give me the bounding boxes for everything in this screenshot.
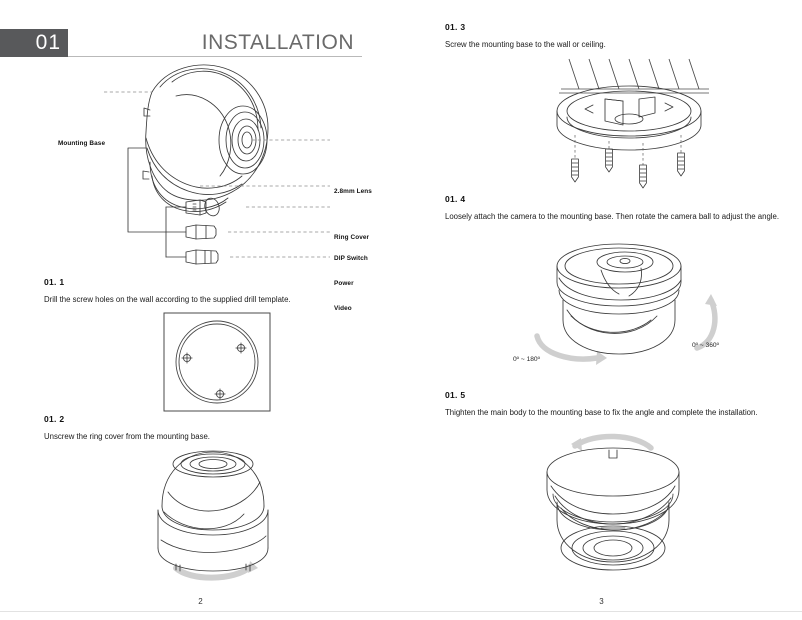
step-01-4-text: Loosely attach the camera to the mountin… (445, 212, 780, 221)
callout-dip-switch: DIP Switch (334, 255, 368, 262)
chapter-header: 01 INSTALLATION (0, 29, 362, 57)
step-01-5-text: Thighten the main body to the mounting b… (445, 408, 758, 417)
callout-ring-cover: Ring Cover (334, 234, 370, 241)
page-left: 01 INSTALLATION (0, 29, 401, 612)
tighten-body-figure (521, 424, 701, 584)
screw-hole-markers (181, 342, 247, 400)
ceiling-hatching (559, 58, 709, 94)
page-number-left: 2 (198, 597, 203, 606)
callout-lens: 2.8mm Lens (334, 188, 372, 195)
step-01-3: 01. 3 Screw the mounting base to the wal… (445, 22, 785, 50)
step-01-1-text: Drill the screw holes on the wall accord… (44, 295, 291, 304)
ceiling-mount-figure (531, 55, 721, 189)
step-01-2: 01. 2 Unscrew the ring cover from the mo… (44, 414, 374, 442)
header-divider (68, 56, 362, 57)
step-01-5: 01. 5 Thighten the main body to the moun… (445, 390, 789, 418)
step-01-2-number: 01. 2 (44, 414, 65, 424)
page-right: 01. 3 Screw the mounting base to the wal… (401, 0, 802, 620)
step-01-2-text: Unscrew the ring cover from the mounting… (44, 432, 210, 441)
hero-camera-diagram: Mounting Base 2.8mm Lens Ring Cover DIP … (0, 52, 401, 312)
camera-body-lineart (142, 64, 269, 212)
ring-cover-removal-figure (128, 440, 298, 585)
camera-cables-lineart (127, 147, 220, 265)
callout-power: Power (334, 280, 354, 287)
mounting-screws (571, 148, 685, 189)
drill-template-figure (163, 312, 271, 412)
pan-angle-label: 0º ~ 360º (692, 342, 719, 349)
camera-angle-adjust-figure (501, 238, 741, 368)
rotation-arrows (534, 297, 718, 362)
page-title: INSTALLATION (201, 31, 354, 54)
rotation-arrow (173, 564, 253, 581)
callout-mounting-base: Mounting Base (58, 140, 106, 147)
step-01-5-number: 01. 5 (445, 390, 466, 400)
page-left-bottom-rule (0, 611, 401, 612)
step-01-4: 01. 4 Loosely attach the camera to the m… (445, 194, 783, 222)
rotation-arrow (572, 433, 654, 451)
screw-alignment-lines (574, 135, 682, 165)
mounting-base-ring (556, 85, 702, 151)
step-01-3-number: 01. 3 (445, 22, 466, 32)
chapter-number-badge: 01 (0, 29, 68, 57)
tilt-angle-label: 0º ~ 180º (513, 356, 540, 363)
page-right-bottom-rule (401, 611, 802, 612)
step-01-1-number: 01. 1 (44, 277, 65, 287)
callout-leader-lines (104, 91, 330, 258)
step-01-3-text: Screw the mounting base to the wall or c… (445, 40, 606, 49)
step-01-4-number: 01. 4 (445, 194, 466, 204)
step-01-1: 01. 1 Drill the screw holes on the wall … (44, 277, 374, 305)
page-number-right: 3 (599, 597, 604, 606)
callout-video: Video (334, 305, 352, 312)
